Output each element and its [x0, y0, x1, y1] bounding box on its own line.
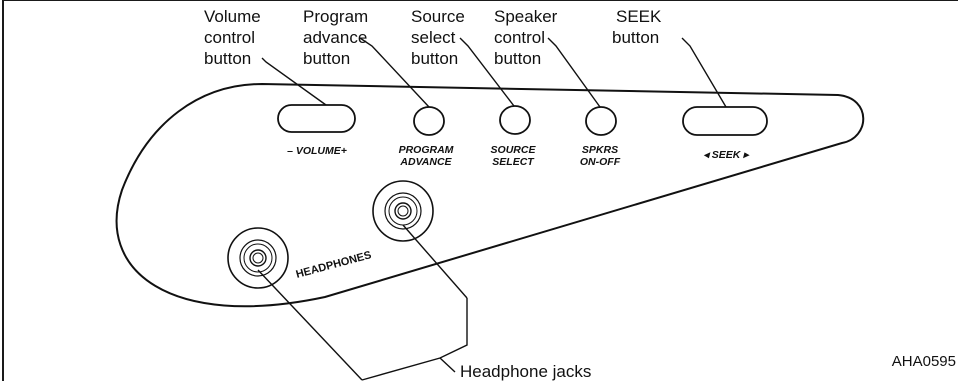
callout-source-line1: Source [411, 7, 465, 26]
frame-top-edge [2, 0, 958, 1]
leader-program [359, 37, 430, 108]
program-panel-label-line1: PROGRAM [399, 144, 454, 156]
callout-speaker-line2: control [494, 28, 546, 47]
speakers-panel-label-line1: SPKRS [582, 144, 618, 156]
callout-speaker-line3: button [494, 49, 542, 68]
callout-headphone-jacks-text: Headphone jacks [460, 362, 592, 381]
control-panel-outline [115, 82, 865, 308]
speakers-panel-label-line2: ON-OFF [580, 156, 621, 168]
program-advance-button[interactable] [413, 106, 445, 136]
figure-code: AHA0595 [891, 353, 956, 370]
callout-program-advance-button: Program advance button [303, 6, 368, 69]
callout-source-line3: button [411, 49, 459, 68]
callout-headphone-jacks: Headphone jacks [460, 361, 591, 381]
callout-volume-line1: Volume [204, 7, 261, 26]
callout-seek-button: SEEK button [612, 6, 661, 48]
volume-panel-label: – VOLUME+ [287, 145, 347, 157]
seek-panel-label: ◂ SEEK ▸ [704, 149, 751, 161]
leader-headphone-right [402, 224, 468, 299]
seek-rocker-button[interactable] [682, 106, 768, 136]
source-panel-label-line1: SOURCE [491, 144, 537, 156]
program-panel-label-line2: ADVANCE [399, 156, 452, 168]
callout-speaker-control-button: Speaker control button [494, 6, 557, 69]
callout-seek-line2: button [612, 28, 660, 47]
callout-volume-control-button: Volume control button [204, 6, 261, 69]
leader-volume [261, 57, 327, 106]
callout-program-line3: button [303, 49, 351, 68]
callout-seek-line1: SEEK [616, 7, 662, 26]
leader-speaker [547, 37, 601, 108]
headphone-jack-left[interactable] [227, 227, 289, 289]
leader-source [459, 37, 515, 107]
frame-left-edge [2, 0, 4, 381]
callout-program-line1: Program [303, 7, 369, 26]
leader-seek [681, 37, 727, 108]
source-select-button[interactable] [499, 105, 531, 135]
leader-headphone-left [257, 269, 363, 381]
leader-headphone-box [361, 298, 468, 381]
speakers-on-off-button[interactable] [585, 106, 617, 136]
callout-program-line2: advance [303, 28, 368, 47]
volume-rocker-button[interactable] [277, 104, 356, 133]
callout-volume-line2: control [204, 28, 256, 47]
source-panel-label-line2: SELECT [492, 156, 535, 168]
callout-source-select-button: Source select button [411, 6, 465, 69]
leader-lines [257, 37, 727, 381]
callout-source-line2: select [411, 28, 456, 47]
leader-headphone-text [439, 357, 456, 373]
headphone-jack-right[interactable] [372, 180, 434, 242]
callout-volume-line3: button [204, 49, 252, 68]
callout-speaker-line1: Speaker [494, 7, 558, 26]
